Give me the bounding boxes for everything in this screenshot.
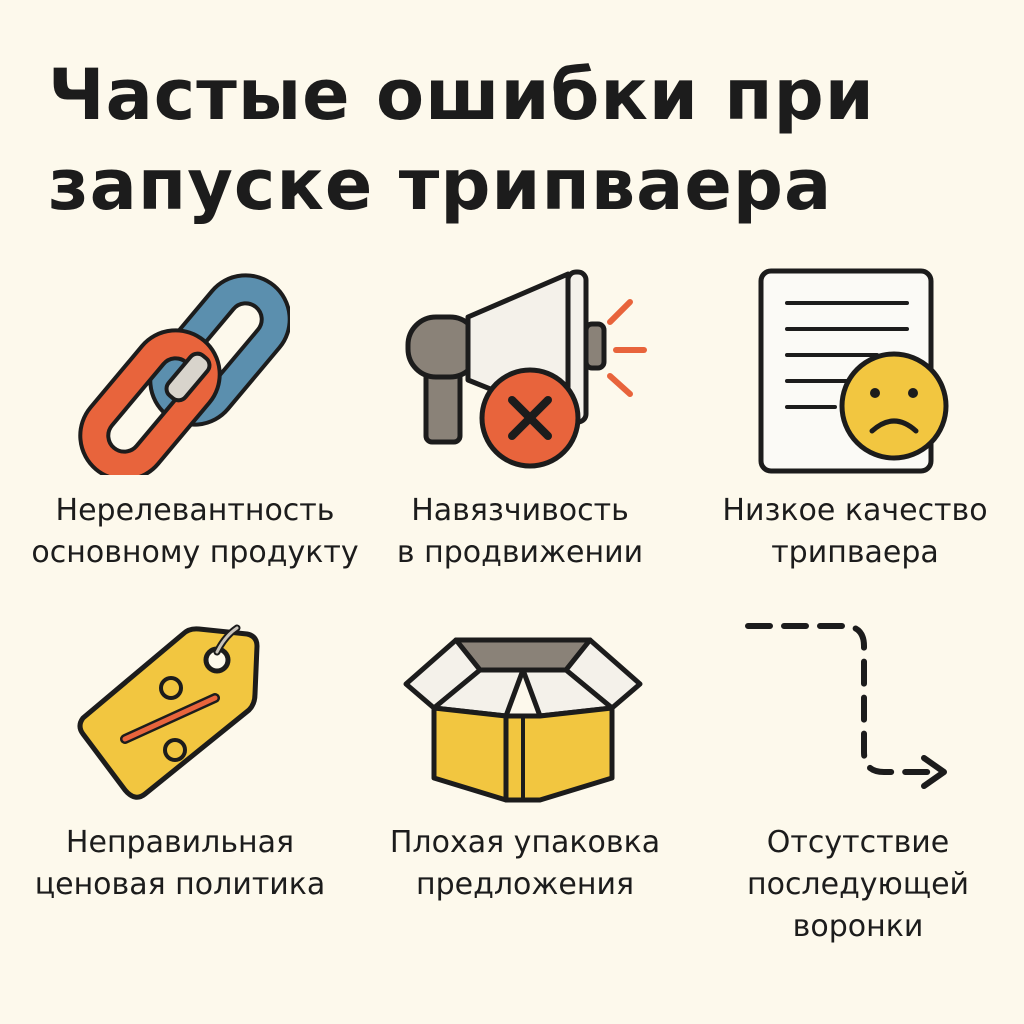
dashed-arrow-path-icon xyxy=(745,623,947,789)
caption-low-quality: Низкое качество трипваера xyxy=(722,493,988,570)
document-sad-face-icon xyxy=(758,268,949,474)
caption-wrong-pricing: Неправильная ценовая политика xyxy=(34,825,326,902)
caption-intrusiveness: Навязчивость в продвижении xyxy=(396,493,644,570)
caption-irrelevance: Нерелевантность основному продукту xyxy=(31,493,359,570)
caption-bad-packaging: Плохая упаковка предложения xyxy=(389,825,661,902)
open-box-icon xyxy=(403,637,643,803)
page-title: Частые ошибки при запуске трипваера xyxy=(48,50,988,230)
title-line-2: запуске трипваера xyxy=(48,144,833,226)
caption-no-funnel: Отсутствие последующей воронки xyxy=(746,825,970,944)
megaphone-cross-icon xyxy=(405,269,647,469)
chain-link-icon xyxy=(78,273,290,475)
title-line-1: Частые ошибки при xyxy=(48,54,875,136)
percent-price-tag-icon xyxy=(77,624,260,800)
